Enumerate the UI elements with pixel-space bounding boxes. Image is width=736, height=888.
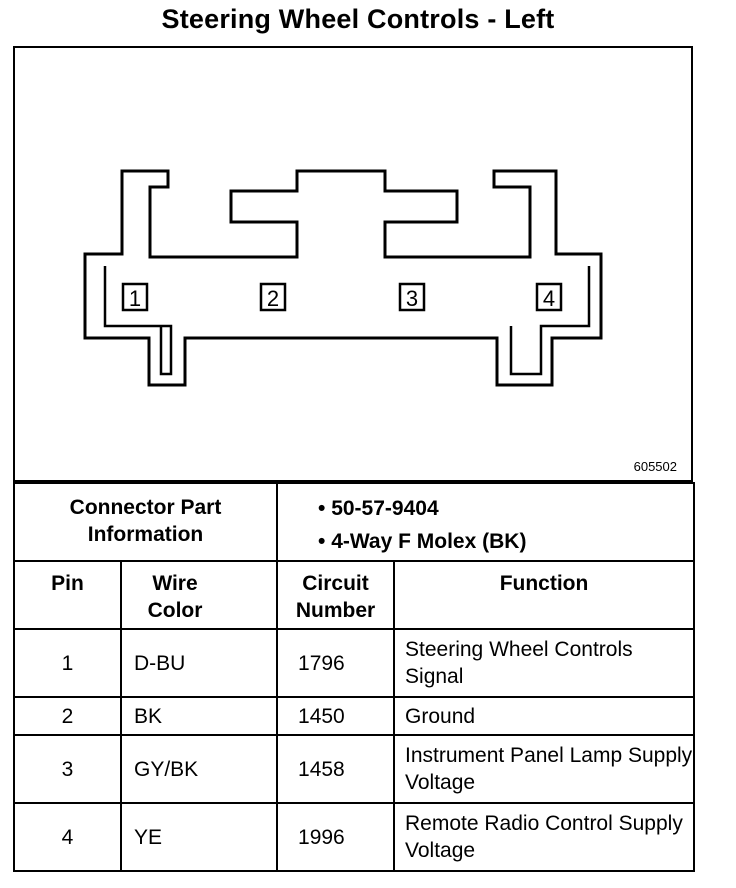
header-wire-color: Wire Color	[119, 560, 279, 630]
wire-color-cell: BK	[119, 696, 279, 736]
table-row: 3 GY/BK 1458 Instrument Panel Lamp Suppl…	[13, 734, 696, 804]
connector-info-items: • 50-57-9404 • 4-Way F Molex (BK)	[276, 482, 696, 562]
pin-2-cavity	[259, 282, 287, 312]
pinout-table: Connector Part Information • 50-57-9404 …	[12, 482, 696, 872]
header-pin: Pin	[13, 560, 122, 630]
connector-info-label: Connector Part Information	[12, 482, 279, 562]
pin-3-label: 3	[406, 286, 418, 311]
table-header-row: Pin Wire Color Circuit Number Function	[13, 560, 696, 630]
connector-info-row: Connector Part Information • 50-57-9404 …	[12, 482, 696, 562]
table-row: 4 YE 1996 Remote Radio Control Supply Vo…	[13, 802, 696, 872]
pin-3-cavity	[398, 282, 426, 312]
pin-cell: 2	[13, 696, 122, 736]
circuit-cell: 1458	[276, 734, 396, 804]
pin-cell: 1	[13, 628, 122, 698]
header-function: Function	[393, 560, 696, 630]
function-cell: Instrument Panel Lamp Supply Voltage	[393, 734, 696, 804]
wire-color-cell: YE	[119, 802, 279, 872]
table-row: 1 D-BU 1796 Steering Wheel Controls Sign…	[13, 628, 696, 698]
circuit-cell: 1450	[276, 696, 396, 736]
pin-cell: 3	[13, 734, 122, 804]
header-circuit-number: Circuit Number	[276, 560, 396, 630]
pin-cell: 4	[13, 802, 122, 872]
pin-4-label: 4	[543, 286, 555, 311]
function-cell: Ground	[393, 696, 696, 736]
pin-2-label: 2	[267, 286, 279, 311]
wire-color-cell: D-BU	[119, 628, 279, 698]
page-title: Steering Wheel Controls - Left	[161, 4, 555, 34]
figure-id: 605502	[633, 459, 677, 474]
pin-1-cavity	[121, 282, 149, 312]
pin-4-cavity	[535, 282, 563, 312]
info-item: • 50-57-9404	[318, 497, 439, 520]
pin-1-label: 1	[129, 286, 141, 311]
circuit-cell: 1796	[276, 628, 396, 698]
circuit-cell: 1996	[276, 802, 396, 872]
connector-diagram: 1 2 3 4 605502	[13, 46, 693, 482]
wire-color-cell: GY/BK	[119, 734, 279, 804]
connector-outline	[83, 169, 603, 387]
info-item: • 4-Way F Molex (BK)	[318, 530, 527, 553]
function-cell: Steering Wheel Controls Signal	[393, 628, 696, 698]
connector-inner-outline	[103, 266, 591, 376]
function-cell: Remote Radio Control Supply Voltage	[393, 802, 696, 872]
table-row: 2 BK 1450 Ground	[13, 696, 696, 736]
connector-face-drawing: 1 2 3 4	[83, 169, 603, 387]
